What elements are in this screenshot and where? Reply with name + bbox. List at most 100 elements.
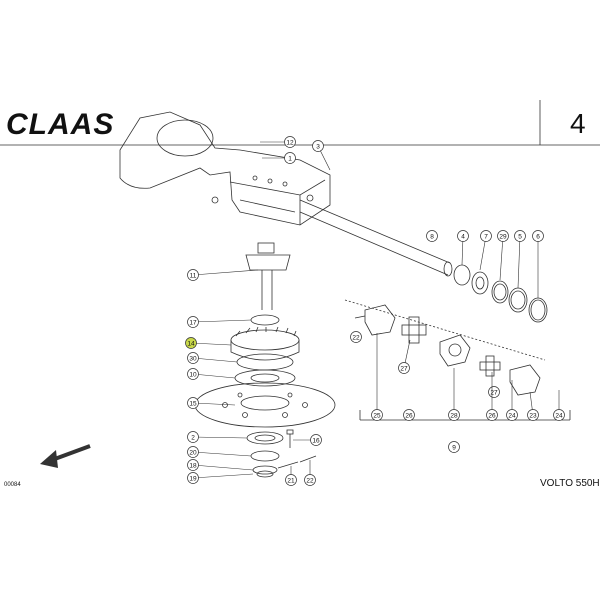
callout-label: 22 [352,334,360,341]
universal-joint-assembly [344,299,571,421]
callout-leader-line [192,373,236,379]
bevel-gear-stack [230,314,300,387]
part-callout-2: 2 [187,431,199,443]
part-callout-27: 27 [398,362,410,374]
callout-circle [553,409,565,421]
part-callout-24: 24 [553,409,565,421]
callout-leader-line [517,235,521,289]
part-callout-1: 1 [284,152,296,164]
callout-leader-line [192,464,254,471]
callout-label: 28 [450,412,458,419]
callout-label: 5 [518,233,522,240]
part-callout-6: 6 [532,230,544,242]
callout-label: 24 [508,412,516,419]
callout-label: 8 [430,233,434,240]
callout-circle [488,386,500,398]
part-callout-10: 10 [187,368,199,380]
callout-circle [497,230,509,242]
part-callout-20: 20 [187,446,199,458]
part-callout-21: 21 [285,474,297,486]
callout-circle [284,152,296,164]
part-callout-30: 30 [187,352,199,364]
callout-label: 10 [189,371,197,378]
part-callout-19: 19 [187,472,199,484]
part-callout-11: 11 [187,269,199,281]
brand-logo: CLAAS [6,108,115,141]
callout-circle [312,140,324,152]
callout-leader-line [192,269,259,276]
callout-layer: 12 1 3 8 4 7 29 5 6 11 17 14 30 10 15 2 16 20 18 19 21 22 22 27… [185,136,565,486]
part-callout-26: 26 [403,409,415,421]
part-callout-12: 12 [284,136,296,148]
part-callout-22: 22 [350,331,362,343]
callout-leader-line [192,402,236,406]
part-callout-27: 27 [488,386,500,398]
part-callout-4: 4 [457,230,469,242]
part-callout-3: 3 [312,140,324,152]
callout-label: 18 [189,462,197,469]
callout-circle [486,409,498,421]
part-callout-24: 24 [506,409,518,421]
callout-label: 17 [189,319,197,326]
callout-circle [403,409,415,421]
callout-label: 15 [189,400,197,407]
part-callout-18: 18 [187,459,199,471]
callout-label: 21 [287,477,295,484]
callout-circle [304,474,316,486]
callout-label: 22 [306,477,314,484]
part-callout-8: 8 [426,230,438,242]
callout-circle [506,409,518,421]
callout-label: 9 [452,444,456,451]
callout-leader-line [192,473,254,479]
part-callout-23: 23 [527,409,539,421]
part-callout-7: 7 [480,230,492,242]
callout-label: 19 [189,475,197,482]
callout-circle [426,230,438,242]
callout-circle [187,446,199,458]
callout-label: 30 [189,355,197,362]
callout-label: 29 [499,233,507,240]
callout-label: 27 [400,365,408,372]
callout-label: 14 [187,340,195,347]
part-callout-28: 28 [448,409,460,421]
cutter-disc [194,382,336,428]
callout-circle [448,409,460,421]
callout-label: 26 [488,412,496,419]
callout-label: 20 [189,449,197,456]
callout-circle [284,136,296,148]
drive-shaft [299,199,453,277]
callout-circle [457,230,469,242]
callout-label: 3 [316,143,320,150]
callout-circle [187,352,199,364]
callout-circle [187,431,199,443]
callout-label: 1 [288,155,292,162]
callout-label: 27 [490,389,498,396]
callout-label: 23 [529,412,537,419]
callout-label: 25 [373,412,381,419]
arrow-southwest-icon [40,444,91,468]
callout-circle [532,230,544,242]
callout-label: 16 [312,437,320,444]
callout-label: 2 [191,434,195,441]
callout-circle [187,459,199,471]
part-callout-9: 9 [448,441,460,453]
callout-circle [371,409,383,421]
callout-circle [187,472,199,484]
callout-circle [310,434,322,446]
callout-label: 7 [484,233,488,240]
lower-bearing-parts [246,429,317,478]
callout-label: 24 [555,412,563,419]
callout-circle [187,316,199,328]
part-callout-22: 22 [304,474,316,486]
callout-label: 6 [536,233,540,240]
document-number: 00084 [4,482,21,488]
callout-circle [448,441,460,453]
part-callout-15: 15 [187,397,199,409]
part-callout-16: 16 [310,434,322,446]
part-callout-29: 29 [497,230,509,242]
callout-circle [514,230,526,242]
callout-leader-line [192,451,252,457]
callout-label: 12 [286,139,294,146]
